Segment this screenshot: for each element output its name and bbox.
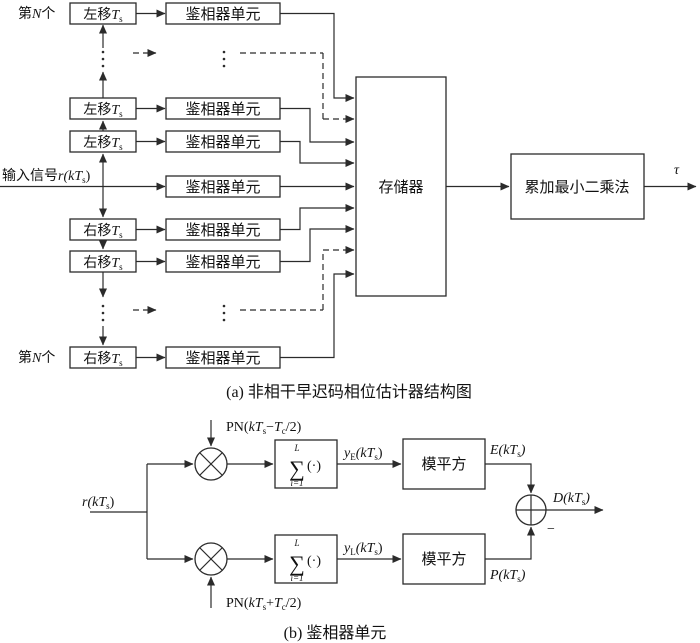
discriminator-label-4: 鉴相器单元 xyxy=(185,179,260,196)
discriminator-label-2: 鉴相器单元 xyxy=(185,101,260,118)
discriminator-label-3: 鉴相器单元 xyxy=(185,134,260,151)
e-wire xyxy=(485,463,535,494)
discriminator-label-1: 鉴相器单元 xyxy=(185,6,260,23)
p-wire xyxy=(485,526,535,560)
minus-sign: − xyxy=(547,522,555,537)
shift-left-label-1: 左移Ts xyxy=(83,7,123,24)
tau-output-label: τ xyxy=(674,163,680,178)
mod-square-label-late: 模平方 xyxy=(421,551,466,568)
input-b-label: r(kTs) xyxy=(82,495,115,511)
memory-input-wire xyxy=(280,225,355,263)
memory-input-wire xyxy=(280,270,355,359)
d-label: D(kTs) xyxy=(552,491,590,507)
multiplier-icon xyxy=(194,542,228,576)
nth-label-top: 第N个 xyxy=(18,5,55,22)
summation-box-early xyxy=(274,439,338,489)
adder-icon xyxy=(515,494,547,526)
y-late-label: yL(kTs) xyxy=(342,541,383,557)
multiplier-icon xyxy=(194,447,228,481)
discriminator-label-6: 鉴相器单元 xyxy=(185,254,260,271)
figure-a: 第N个 第N个 输入信号r(kTs) 左移Ts 左移Ts 左移Ts 右移Ts 右… xyxy=(0,2,697,401)
figure-b-caption: (b) 鉴相器单元 xyxy=(284,624,387,642)
sum-upper-limit: L xyxy=(293,443,299,453)
pn-late-label: PN(kTs+Tc/2) xyxy=(226,596,302,612)
sigma-symbol: ∑ xyxy=(289,456,305,481)
vertical-dots xyxy=(101,50,226,322)
sum-upper-limit: L xyxy=(293,538,299,548)
e-label: E(kTs) xyxy=(489,443,526,459)
memory-input-wire xyxy=(280,12,355,102)
p-label: P(kTs) xyxy=(489,568,526,584)
shift-right-label-1: 右移Ts xyxy=(83,223,123,240)
shift-left-label-2: 左移Ts xyxy=(83,102,123,119)
input-signal-label: 输入信号r(kTs) xyxy=(2,168,91,185)
discriminator-label-7: 鉴相器单元 xyxy=(185,350,260,367)
memory-box xyxy=(355,76,447,297)
pn-early-label: PN(kTs−Tc/2) xyxy=(226,420,302,436)
y-early-label: yE(kTs) xyxy=(342,446,383,462)
summation-box-late xyxy=(274,534,338,584)
memory-input-wire xyxy=(280,204,355,231)
memory-label: 存储器 xyxy=(378,179,423,196)
sigma-symbol: ∑ xyxy=(289,551,305,576)
memory-input-wire xyxy=(280,107,355,146)
shift-right-label-3: 右移Ts xyxy=(83,351,123,368)
least-squares-label: 累加最小二乘法 xyxy=(524,179,629,196)
figure-a-caption: (a) 非相干早迟码相位估计器结构图 xyxy=(226,383,472,401)
discriminator-label-5: 鉴相器单元 xyxy=(185,222,260,239)
sum-argument: (·) xyxy=(307,554,321,569)
mod-square-label-early: 模平方 xyxy=(421,456,466,473)
sum-lower-limit: i=1 xyxy=(290,478,303,488)
sum-argument: (·) xyxy=(307,459,321,474)
nth-label-bottom: 第N个 xyxy=(18,349,55,366)
figure-b: r(kTs) PN(kTs−Tc/2) PN(kTs+Tc/2) L ∑ i=1… xyxy=(82,420,604,642)
memory-input-wire xyxy=(280,140,355,167)
shift-right-label-2: 右移Ts xyxy=(83,255,123,272)
shift-left-label-3: 左移Ts xyxy=(83,135,123,152)
sum-lower-limit: i=1 xyxy=(290,573,303,583)
